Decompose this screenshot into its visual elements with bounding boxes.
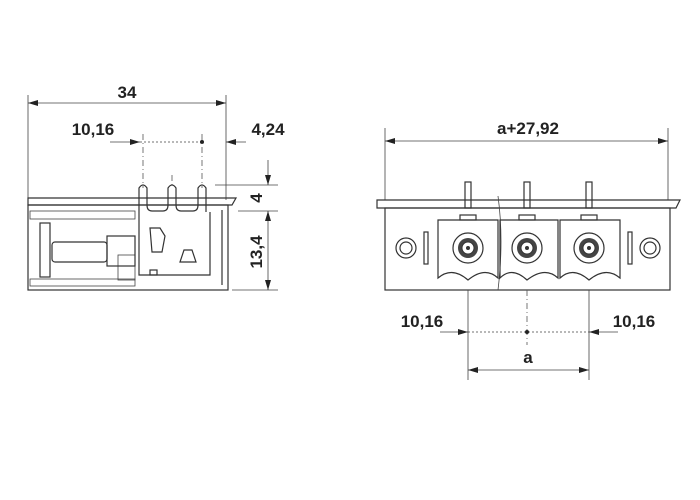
housing: [384, 207, 671, 291]
dim-label-body-height: 13,4: [247, 235, 266, 269]
terminal-module: [559, 214, 621, 281]
dimension-dot: [525, 330, 529, 334]
side-hole-left: [395, 231, 429, 265]
mounting-rail: [376, 199, 681, 209]
hatched-wall: [29, 278, 136, 287]
dim-label-offset: 4,24: [251, 120, 285, 139]
housing: [27, 204, 229, 291]
clamp-window: [179, 249, 197, 263]
dim-label-span: a: [523, 348, 533, 367]
contact-pin: [51, 241, 108, 263]
contact-frame: [138, 212, 211, 276]
dim-label-right-margin: 10,16: [613, 312, 656, 331]
dim-label-overall: a+27,92: [497, 119, 559, 138]
housing-cavity: [39, 222, 51, 278]
mounting-rail: [27, 197, 238, 206]
pins: [138, 184, 207, 212]
latch: [149, 269, 158, 276]
dim-label-left-margin: 10,16: [401, 312, 444, 331]
break-line: [497, 195, 502, 291]
terminal-module: [437, 214, 499, 281]
terminal-module: [499, 214, 559, 281]
dim-label-34: 34: [118, 83, 137, 102]
dim-label-pin-height: 4: [247, 193, 266, 203]
front-view: a+27,92: [376, 119, 681, 380]
side-view: 34 10,16 4,24: [27, 83, 285, 291]
dimension-dot: [200, 140, 204, 144]
pins: [464, 181, 593, 209]
side-hole-right: [627, 231, 661, 265]
contact-sleeve: [106, 235, 136, 267]
hatched-block: [117, 254, 136, 281]
hatched-wall: [29, 210, 136, 220]
dim-label-pitch: 10,16: [72, 120, 115, 139]
clamp-slot: [149, 227, 166, 253]
